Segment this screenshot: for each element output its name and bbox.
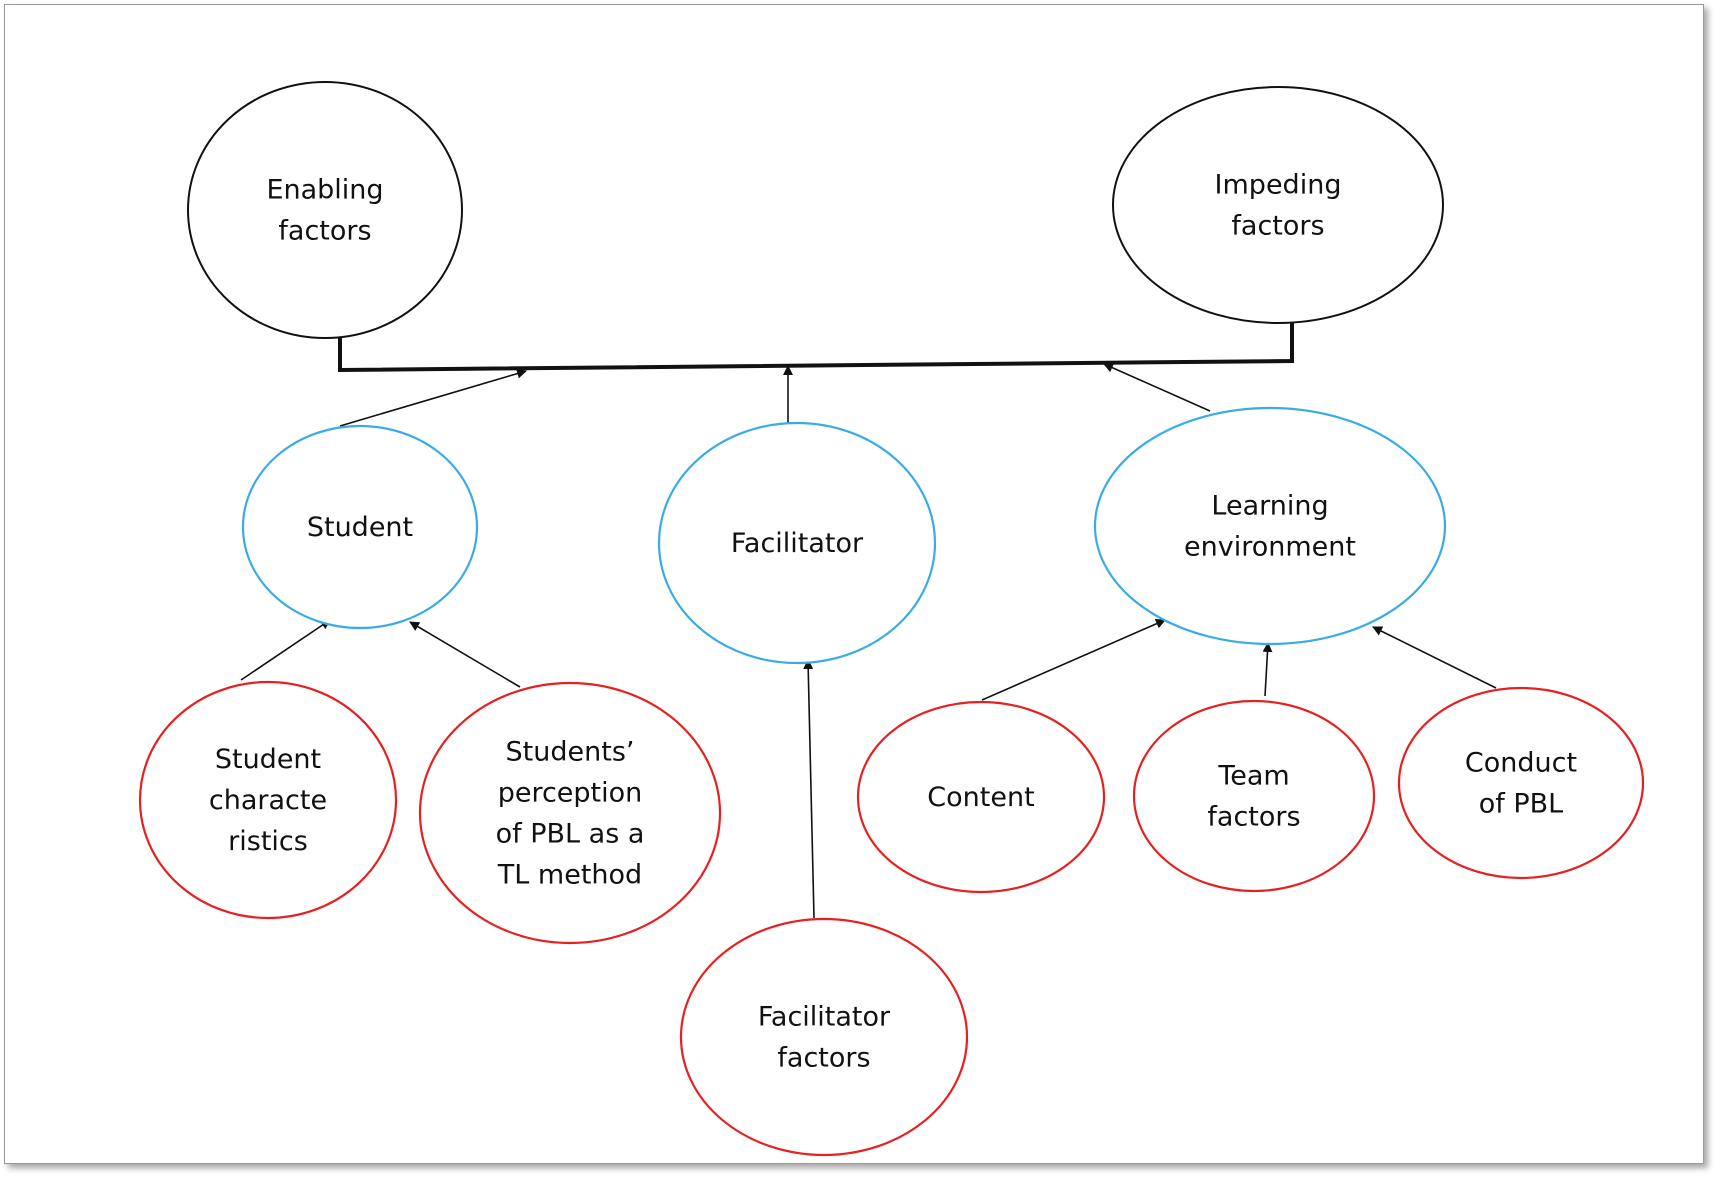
node-student-perc: Students’ perception of PBL as a TL method bbox=[418, 681, 722, 945]
arrow-facilitator-factors-to-facilitator bbox=[803, 659, 815, 919]
factor-ellipse bbox=[679, 917, 969, 1157]
node-label-line: perception bbox=[498, 778, 643, 809]
node-label-line: Content bbox=[927, 782, 1034, 813]
node-label-line: factors bbox=[1207, 802, 1300, 833]
node-label-line: factors bbox=[777, 1043, 870, 1074]
factor-ellipse bbox=[1132, 699, 1376, 893]
node-label-line: of PBL as a bbox=[496, 819, 645, 850]
node-label-line: Impeding bbox=[1215, 170, 1342, 201]
factor-ellipse bbox=[856, 700, 1106, 894]
node-student: Student bbox=[241, 424, 479, 630]
node-enabling: Enabling factors bbox=[187, 81, 463, 339]
arrow-student-perc-to-student bbox=[409, 621, 521, 688]
outcome-ellipse bbox=[187, 81, 463, 339]
factor-ellipse bbox=[1397, 686, 1645, 880]
node-label-line: ristics bbox=[228, 826, 308, 857]
node-label-line: Facilitator bbox=[731, 528, 864, 559]
outcomes-bracket bbox=[338, 322, 1294, 373]
node-label-line: Student bbox=[307, 512, 413, 543]
node-label-line: Students’ bbox=[506, 737, 635, 768]
node-impeding: Impeding factors bbox=[1112, 86, 1444, 324]
node-label-line: environment bbox=[1184, 532, 1356, 563]
node-label-line: Enabling bbox=[266, 175, 383, 206]
arrow-learning-to-outcomes bbox=[1103, 363, 1211, 412]
node-conduct: Conduct of PBL bbox=[1397, 686, 1645, 880]
node-team: Team factors bbox=[1132, 699, 1376, 893]
node-label-line: Facilitator bbox=[758, 1002, 891, 1033]
node-label-line: factors bbox=[278, 216, 371, 247]
arrow-student-char-to-student bbox=[240, 619, 331, 681]
node-facilitator-factors: Facilitator factors bbox=[679, 917, 969, 1157]
arrow-team-to-learning bbox=[1262, 642, 1273, 697]
node-label-line: Learning bbox=[1211, 491, 1328, 522]
node-label-line: Student bbox=[215, 744, 321, 775]
nodes: EnablingfactorsImpedingfactorsStudentFac… bbox=[138, 81, 1645, 1157]
factor-ellipse bbox=[138, 680, 398, 920]
node-label-line: Conduct bbox=[1465, 748, 1577, 779]
node-learning: Learning environment bbox=[1093, 406, 1447, 646]
node-student-char: Student characte ristics bbox=[138, 680, 398, 920]
category-ellipse bbox=[1093, 406, 1447, 646]
connectors bbox=[240, 322, 1497, 919]
arrow-student-to-outcomes bbox=[339, 368, 527, 427]
outcome-ellipse bbox=[1112, 86, 1444, 324]
node-label-line: Team bbox=[1217, 761, 1289, 792]
arrow-conduct-to-learning bbox=[1372, 626, 1497, 689]
node-label-line: characte bbox=[209, 785, 327, 816]
factor-ellipse bbox=[418, 681, 722, 945]
category-ellipse bbox=[241, 424, 479, 630]
arrow-content-to-learning bbox=[981, 619, 1166, 701]
node-facilitator: Facilitator bbox=[657, 421, 937, 665]
node-label-line: TL method bbox=[497, 860, 642, 891]
category-ellipse bbox=[657, 421, 937, 665]
node-label-line: of PBL bbox=[1479, 789, 1563, 820]
node-label-line: factors bbox=[1231, 211, 1324, 242]
node-content: Content bbox=[856, 700, 1106, 894]
